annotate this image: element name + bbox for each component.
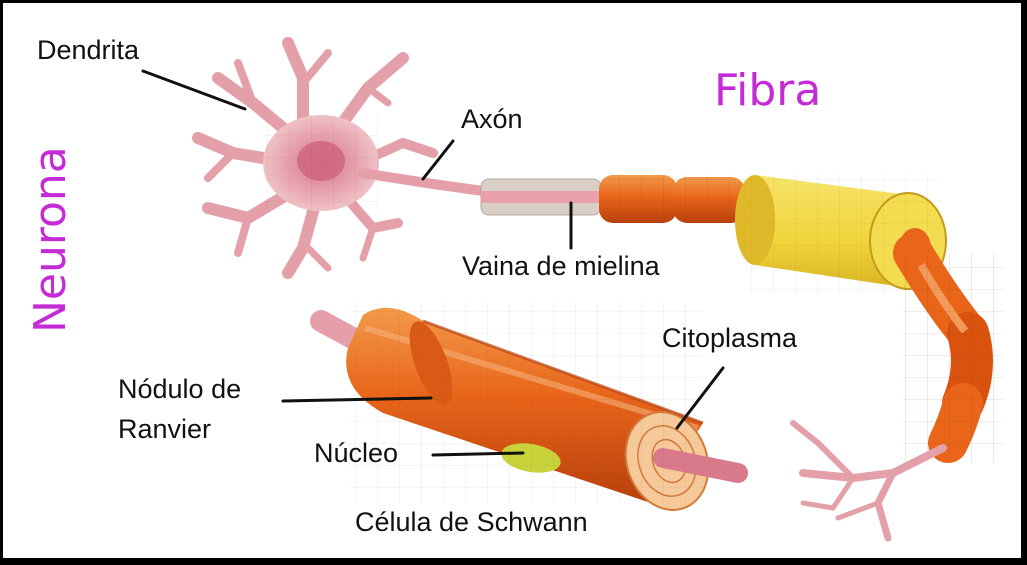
label-ranvier: Ranvier <box>118 416 211 443</box>
label-nodulo-de: Nódulo de <box>118 376 241 403</box>
label-axon: Axón <box>461 106 523 133</box>
label-nucleo: Núcleo <box>314 440 398 467</box>
axon <box>363 173 483 191</box>
neuron-illustration <box>3 3 1027 565</box>
myelin-descending <box>903 253 1003 463</box>
title-neurona: Neurona <box>29 146 73 333</box>
title-fibra: Fibra <box>714 69 821 113</box>
label-celula-de-schwann: Célula de Schwann <box>355 509 588 536</box>
label-vaina-de-mielina: Vaina de mielina <box>462 253 660 280</box>
label-citoplasma: Citoplasma <box>662 325 797 352</box>
label-dendrita: Dendrita <box>37 37 139 64</box>
